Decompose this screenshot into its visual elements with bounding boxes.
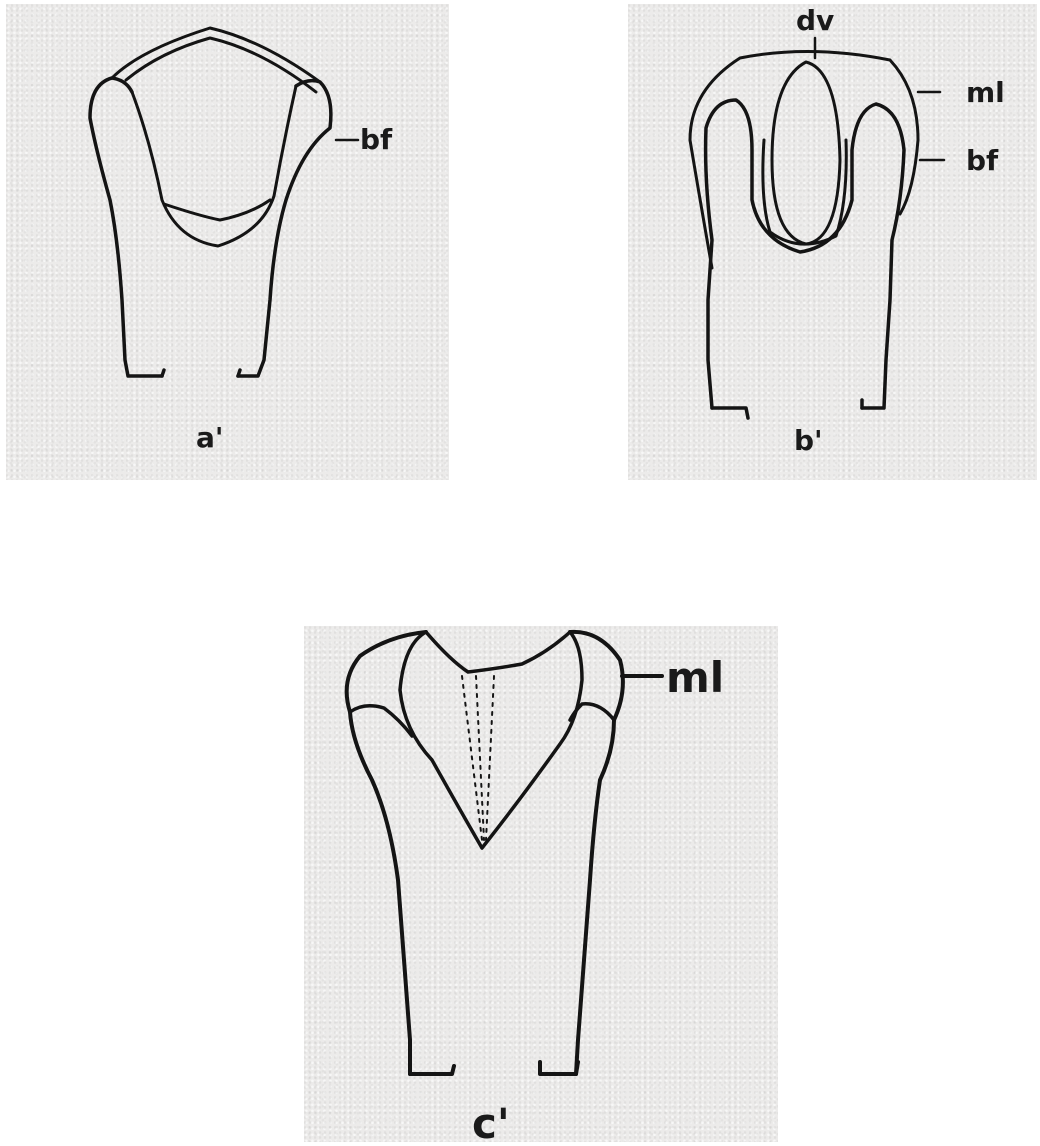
- label-b-dv: dv: [796, 4, 834, 37]
- drawing-b-left-bulge: [706, 100, 904, 408]
- label-c-ml: ml: [666, 653, 724, 702]
- drawing-a-cup: [132, 86, 296, 246]
- drawing-b-dv-oval: [772, 62, 840, 244]
- drawing-c-base: [410, 1062, 578, 1074]
- drawing-c-dotted-v: [462, 676, 494, 840]
- caption-b: b': [794, 424, 823, 457]
- drawing-a-body-outline: [90, 78, 331, 376]
- drawing-a-rim: [112, 28, 320, 92]
- label-b-ml: ml: [966, 76, 1005, 109]
- drawing-b-base: [712, 400, 862, 418]
- drawing-c: [347, 632, 662, 1074]
- label-b-bf: bf: [966, 144, 999, 177]
- caption-a: a': [196, 421, 223, 454]
- drawing-a: [90, 28, 358, 376]
- drawing-a-base: [162, 370, 240, 376]
- drawing-b-outer-layer: [690, 51, 918, 268]
- drawing-c-body-outline: [347, 632, 623, 1074]
- label-a-bf: bf: [360, 123, 393, 156]
- caption-c: c': [472, 1099, 510, 1146]
- drawing-b: [690, 38, 944, 418]
